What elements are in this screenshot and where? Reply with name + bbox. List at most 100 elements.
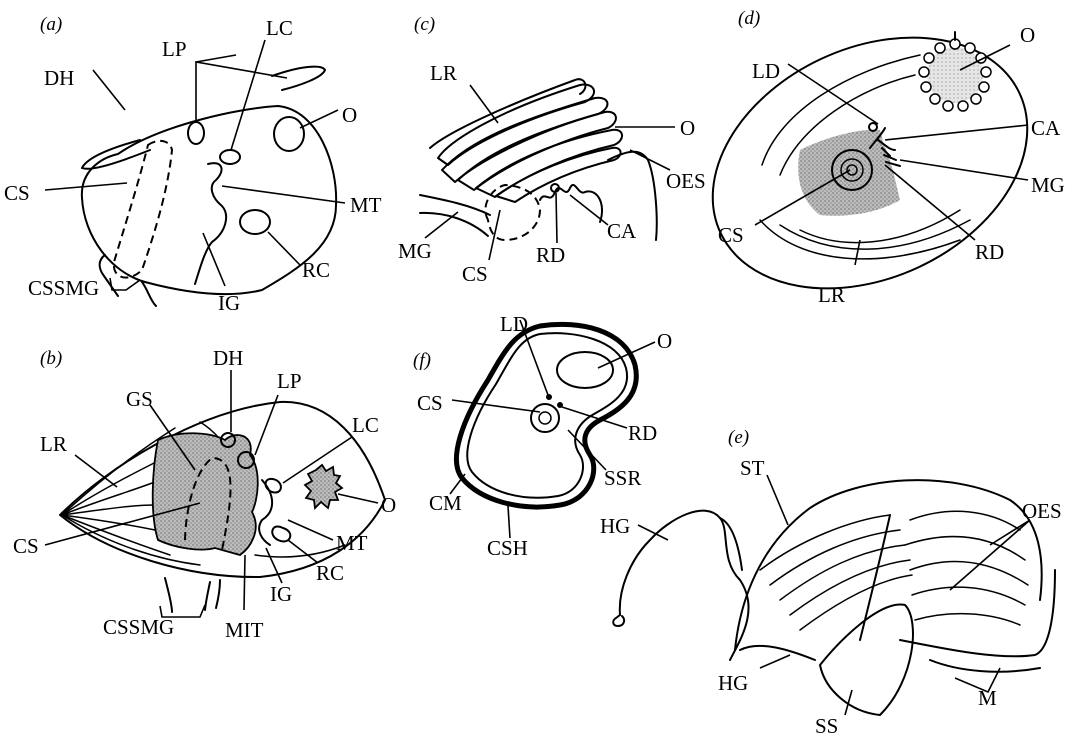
c-label-mg: MG: [398, 239, 432, 263]
panel-e: (e) ST OES HG HG: [600, 427, 1062, 738]
panel-d-tag: (d): [738, 8, 760, 29]
b-left-caecum: [266, 479, 281, 493]
f-label-ld: LD: [500, 312, 528, 336]
c-label-o: O: [680, 116, 695, 140]
b-label-cssmg: CSSMG: [103, 615, 174, 639]
a-label-dh: DH: [44, 66, 74, 90]
b-label-lc: LC: [352, 413, 379, 437]
c-rd-leader: [556, 193, 557, 243]
e-ridge: [915, 614, 1020, 625]
a-cs-leader: [45, 183, 127, 190]
b-label-rc: RC: [316, 561, 344, 585]
e-hg-leader-2: [760, 655, 790, 668]
e-ridge: [760, 515, 890, 570]
b-o-leader: [338, 494, 378, 503]
panel-f-tag: (f): [413, 350, 431, 371]
d-label-ld: LD: [752, 59, 780, 83]
b-rc-leader: [288, 540, 318, 563]
c-label-lr: LR: [430, 61, 457, 85]
f-ld-dot: [546, 394, 552, 400]
b-gastric-shield: [153, 433, 258, 555]
d-label-lr: LR: [818, 283, 845, 307]
b-label-cs: CS: [13, 534, 39, 558]
e-ridge: [912, 587, 1025, 605]
panel-c-tag: (c): [414, 14, 435, 35]
d-label-o: O: [1020, 23, 1035, 47]
a-lp-leader-2: [196, 55, 236, 62]
a-label-o: O: [342, 103, 357, 127]
panel-b-tag: (b): [40, 348, 62, 369]
a-dh-leader: [93, 70, 125, 110]
e-lower-lip: [930, 660, 1040, 672]
b-label-o: O: [381, 493, 396, 517]
d-ca-leader: [885, 125, 1028, 140]
e-label-m: M: [978, 686, 997, 710]
panel-c: (c) LR O OES CA MG RD CS: [398, 14, 706, 286]
a-label-mt: MT: [350, 193, 382, 217]
a-mt-leader: [222, 186, 345, 203]
b-mt-leader: [288, 520, 333, 540]
c-band: [496, 148, 621, 202]
a-crystalline-style-sac: [114, 141, 172, 278]
a-lp-leader: [196, 62, 287, 122]
a-lc-leader: [231, 40, 265, 150]
a-lobe: [272, 67, 325, 90]
d-label-ca: CA: [1031, 116, 1061, 140]
c-crystalline-style: [485, 185, 540, 240]
a-rc-leader: [268, 232, 300, 265]
b-label-mit: MIT: [225, 618, 264, 642]
d-lr-leader: [855, 240, 860, 265]
panel-a-tag: (a): [40, 14, 62, 35]
f-label-cs: CS: [417, 391, 443, 415]
b-label-ig: IG: [270, 582, 292, 606]
e-stomach-dome: [735, 480, 1042, 650]
e-st-leader: [767, 475, 788, 525]
e-ridge: [780, 545, 905, 600]
a-label-cssmg: CSSMG: [28, 276, 99, 300]
d-label-cs: CS: [718, 223, 744, 247]
c-label-rd: RD: [536, 243, 565, 267]
a-cssmg-leader: [110, 278, 140, 290]
e-ridge: [800, 575, 912, 630]
e-lower-rim: [740, 570, 1055, 660]
d-mg-leader: [900, 160, 1028, 180]
c-mg-leader: [425, 212, 458, 238]
a-label-rc: RC: [302, 258, 330, 282]
c-cs-leader: [489, 210, 500, 260]
b-oesophagus-opening: [305, 465, 342, 508]
e-label-hg-top: HG: [600, 514, 630, 538]
panel-f: (f) LD O CS RD SSR CM CSH: [413, 312, 672, 560]
e-ridge: [910, 511, 1020, 530]
e-label-hg-bottom: HG: [718, 671, 748, 695]
e-label-ss: SS: [815, 714, 838, 738]
c-caecum-squiggle: [540, 185, 602, 222]
a-cssmg-right: [142, 282, 156, 306]
a-body-outline: [82, 106, 336, 294]
b-cssmg-line: [205, 582, 210, 610]
a-right-caecum: [240, 210, 270, 234]
b-cssmg-line: [165, 578, 172, 612]
b-right-caecum: [272, 526, 290, 541]
panel-b: (b): [13, 346, 396, 642]
a-midgut-tract: [195, 163, 226, 284]
panel-e-tag: (e): [728, 427, 749, 448]
d-gastric-area: [798, 130, 900, 216]
f-label-ssr: SSR: [604, 466, 641, 490]
d-rd-leader: [885, 165, 975, 240]
a-label-ig: IG: [218, 291, 240, 315]
b-label-lp: LP: [277, 369, 302, 393]
f-label-csh: CSH: [487, 536, 528, 560]
b-label-lr: LR: [40, 432, 67, 456]
panel-a: (a) LP LC DH O CS MT C: [4, 14, 382, 315]
b-mit-leader: [244, 555, 245, 610]
b-label-dh: DH: [213, 346, 243, 370]
a-label-lc: LC: [266, 16, 293, 40]
f-csh-leader: [508, 506, 510, 538]
c-band: [430, 79, 585, 148]
c-midgut-upper: [420, 195, 490, 215]
c-label-oes: OES: [666, 169, 706, 193]
b-cssmg-line: [216, 580, 220, 608]
a-label-cs: CS: [4, 181, 30, 205]
d-label-mg: MG: [1031, 173, 1065, 197]
